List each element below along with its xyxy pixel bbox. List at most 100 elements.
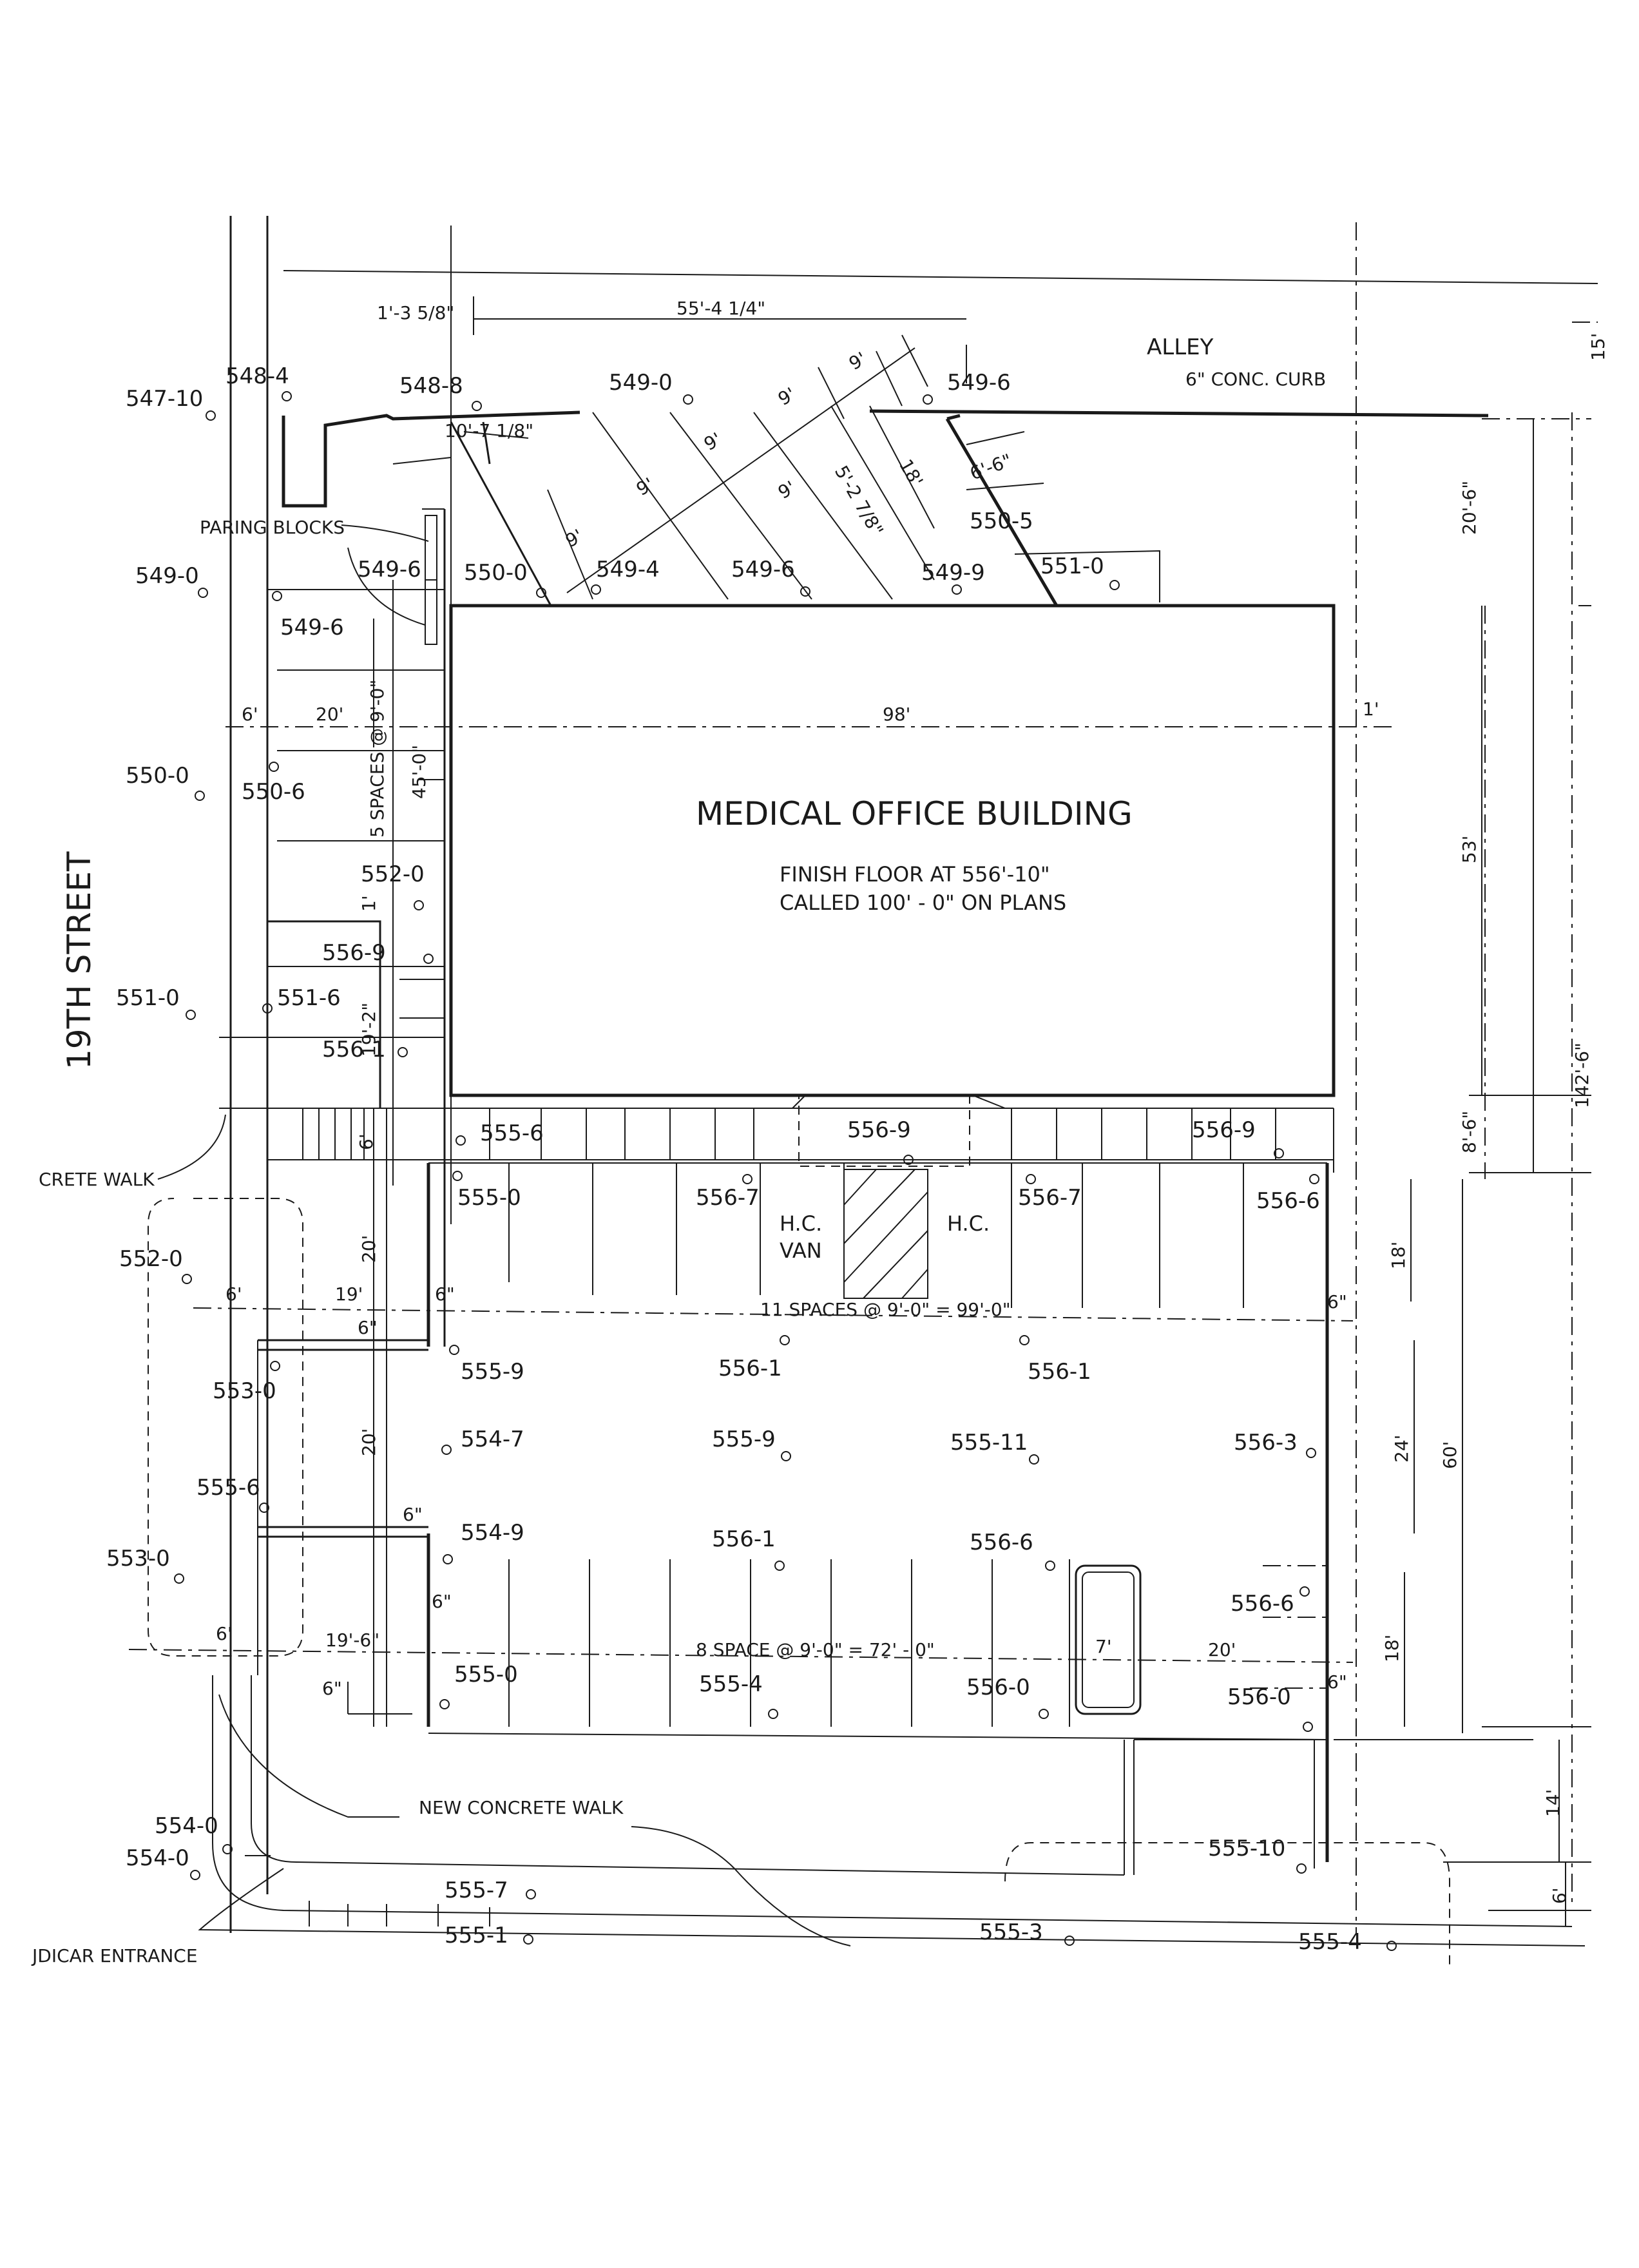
elevation-label: 551-0 xyxy=(1040,553,1104,579)
dim-20-6: 20'-6" xyxy=(1459,481,1480,535)
elevation-label: 556-6 xyxy=(970,1530,1033,1555)
elevation-label: 554-7 xyxy=(461,1427,524,1452)
spaces-side-note: 5 SPACES @ 9'-0" xyxy=(367,680,388,838)
marker-set xyxy=(174,391,1397,1951)
elevation-label: 556-6 xyxy=(1256,1188,1320,1214)
elevation-label: 555-6 xyxy=(196,1475,260,1501)
hc-van-label-1: H.C. xyxy=(780,1211,822,1236)
hc-van-label-2: VAN xyxy=(780,1238,822,1263)
dim-6in-g: 6" xyxy=(1327,1671,1347,1693)
dim-9a: 9' xyxy=(562,525,587,552)
elevation-label: 549-6 xyxy=(280,615,344,640)
walks xyxy=(148,1114,1586,1965)
elevation-label: 555-4 xyxy=(699,1671,763,1697)
dim-9f: 9' xyxy=(774,477,800,503)
elevation-label: 556-1 xyxy=(718,1356,782,1381)
dim-19a: 19' xyxy=(335,1283,363,1305)
dim-6in-a: 6" xyxy=(435,1283,455,1305)
dim-98: 98' xyxy=(883,704,910,725)
dim-19-6: 19'-6" xyxy=(325,1629,379,1651)
street-label: 19TH STREET xyxy=(61,851,98,1070)
elevation-label: 550-0 xyxy=(464,560,528,586)
accessible-aisle-hatch xyxy=(843,1169,928,1299)
alley-label: ALLEY xyxy=(1147,334,1214,360)
dim-18b: 18' xyxy=(1381,1635,1403,1662)
dim-7: 7' xyxy=(1095,1636,1112,1657)
elevation-label: 556-0 xyxy=(1227,1684,1291,1710)
dim-9e: 9' xyxy=(845,348,870,374)
elevation-label: 555-10 xyxy=(1208,1836,1285,1861)
elevation-label: 556-1 xyxy=(1028,1359,1091,1385)
alley-parking xyxy=(282,296,1489,607)
new-walk-note: NEW CONCRETE WALK xyxy=(419,1797,624,1818)
elevation-label: 553-0 xyxy=(106,1546,170,1571)
dim-6in-c: 6" xyxy=(403,1504,423,1525)
main-parking xyxy=(128,1108,1533,1875)
elevation-label: 556-9 xyxy=(322,940,386,966)
dim-55-4: 55'-4 1/4" xyxy=(676,298,765,319)
elevation-label: 556-0 xyxy=(966,1675,1030,1700)
elevation-label: 555-7 xyxy=(445,1878,508,1903)
elevation-label: 550-6 xyxy=(242,779,305,805)
elevation-label: 554-9 xyxy=(461,1520,524,1546)
dim-53: 53' xyxy=(1459,836,1480,863)
entrance-note: JDICAR ENTRANCE xyxy=(31,1945,198,1966)
dim-10-7: 10'-7 1/8" xyxy=(445,420,533,441)
dim-20b: 20' xyxy=(358,1235,379,1263)
elevation-label: 556-1 xyxy=(322,1037,386,1062)
dim-18a: 18' xyxy=(1388,1242,1409,1269)
elevation-label: 555-9 xyxy=(461,1359,524,1385)
elevation-label: 549-4 xyxy=(596,557,660,582)
spaces-bottom-note: 8 SPACE @ 9'-0" = 72' - 0" xyxy=(696,1639,935,1660)
hc-label: H.C. xyxy=(947,1211,990,1236)
elevation-label: 556-3 xyxy=(1234,1430,1298,1456)
elevation-label: 549-6 xyxy=(358,557,421,582)
elevation-label: 556-1 xyxy=(712,1526,776,1552)
dim-20d: 20' xyxy=(1208,1639,1236,1660)
labels: MEDICAL OFFICE BUILDING FINISH FLOOR AT … xyxy=(31,298,1609,1966)
dim-9d: 9' xyxy=(774,383,800,410)
side-total-note: 45'-0" xyxy=(408,745,430,799)
elevation-label: 556-6 xyxy=(1231,1591,1294,1617)
dim-142-6: 142'-6" xyxy=(1571,1043,1593,1108)
dim-60: 60' xyxy=(1439,1441,1461,1469)
dim-14: 14' xyxy=(1542,1789,1564,1817)
dimension-lines xyxy=(373,419,1591,1927)
crete-walk-note: CRETE WALK xyxy=(39,1169,155,1190)
dim-9c: 9' xyxy=(700,428,725,455)
elevation-label: 550-0 xyxy=(126,763,189,789)
dim-6in-e: 6" xyxy=(322,1678,342,1699)
dim-20a: 20' xyxy=(316,704,343,725)
dim-8-6: 8'-6" xyxy=(1459,1111,1480,1153)
dim-6b: 6' xyxy=(225,1283,242,1305)
elevation-label: 556-9 xyxy=(847,1117,911,1143)
dim-18c: 18' xyxy=(895,456,927,490)
elevation-label: 549-0 xyxy=(135,563,199,589)
dim-20c: 20' xyxy=(358,1428,379,1456)
dim-1-3: 1'-3 5/8" xyxy=(377,302,454,323)
elevation-label: 547-10 xyxy=(126,386,203,412)
elevation-label: 555-1 xyxy=(445,1923,508,1948)
elevation-label: 555-9 xyxy=(712,1427,776,1452)
elevation-label: 555-0 xyxy=(454,1662,518,1687)
property-lines xyxy=(229,216,1598,1933)
building-title: MEDICAL OFFICE BUILDING xyxy=(696,795,1133,832)
dim-1: 1' xyxy=(1363,698,1379,720)
elevation-label: 556-7 xyxy=(1018,1185,1082,1211)
dim-15: 15' xyxy=(1587,333,1609,361)
elevation-label: 554-0 xyxy=(155,1813,218,1839)
dim-6d: 6' xyxy=(356,1133,377,1150)
building-walk xyxy=(489,1095,1334,1173)
dim-6in-d: 6" xyxy=(432,1591,452,1612)
dim-6a: 6' xyxy=(242,704,258,725)
spaces-top-note: 11 SPACES @ 9'-0" = 99'-0" xyxy=(760,1299,1011,1320)
dim-6r: 6' xyxy=(1549,1887,1570,1904)
dim-19-2: 19'-2" xyxy=(358,1003,379,1057)
dim-6in-b: 6" xyxy=(358,1317,378,1338)
elevation-labels: 547-10 548-4 548-8 549-0 549-6 549-0 549… xyxy=(106,363,1362,1955)
elevation-label: 548-4 xyxy=(225,363,289,389)
parking-blocks-leader xyxy=(341,515,437,645)
elevation-label: 549-6 xyxy=(731,557,795,582)
elevation-label: 548-8 xyxy=(399,373,463,399)
